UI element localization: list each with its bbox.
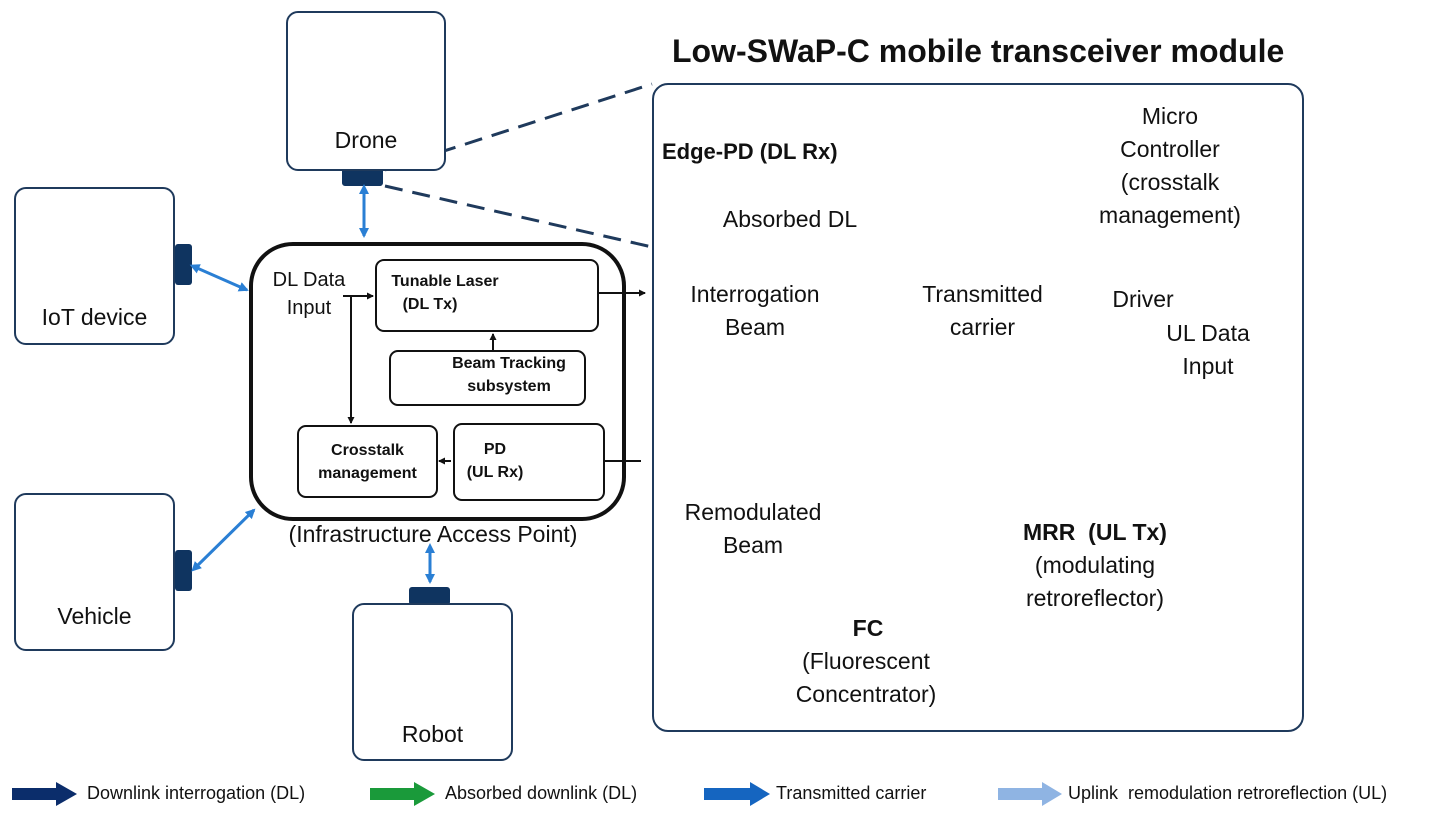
interrogation-line1: Interrogation bbox=[690, 281, 820, 307]
dl-input-line1: DL Data bbox=[272, 269, 346, 291]
interrogation-beam-label: Interrogation Beam bbox=[675, 278, 835, 344]
iot-card bbox=[14, 187, 175, 345]
absorbed-dl-label: Absorbed DL bbox=[722, 206, 858, 232]
transmitted-line2: carrier bbox=[949, 314, 1016, 340]
driver-label: Driver bbox=[1112, 286, 1174, 312]
ul-data-input-label: UL Data Input bbox=[1158, 317, 1258, 383]
mrr-desc-line2: retroreflector) bbox=[1025, 585, 1165, 611]
iot-label: IoT device bbox=[41, 304, 148, 330]
tunable-laser-line2: (DL Tx) bbox=[402, 296, 458, 313]
vehicle-connector bbox=[175, 550, 192, 591]
micro-line4: management) bbox=[1099, 202, 1241, 228]
legend-arrows bbox=[12, 782, 1062, 806]
remodulated-line1: Remodulated bbox=[684, 499, 822, 525]
vehicle-link-arrow bbox=[191, 508, 256, 572]
module-title: Low-SWaP-C mobile transceiver module bbox=[672, 33, 1285, 69]
micro-line3: (crosstalk bbox=[1120, 169, 1220, 195]
pd-block bbox=[453, 423, 605, 501]
fc-label: FC bbox=[852, 615, 884, 641]
crosstalk-line1: Crosstalk bbox=[331, 442, 404, 459]
beam-tracking-line2: subsystem bbox=[467, 378, 551, 395]
crosstalk-label: Crosstalk management bbox=[297, 439, 438, 485]
fc-desc-line1: (Fluorescent bbox=[802, 648, 930, 674]
micro-line1: Micro bbox=[1141, 103, 1199, 129]
microcontroller-label: Micro Controller (crosstalk management) bbox=[1080, 100, 1260, 232]
mrr-label: MRR (UL Tx) bbox=[1023, 519, 1167, 545]
pd-line1: PD bbox=[483, 441, 507, 458]
pd-label: PD (UL Rx) bbox=[459, 438, 531, 484]
edge-pd-label: Edge-PD (DL Rx) bbox=[662, 139, 838, 164]
ul-input-line1: UL Data bbox=[1166, 320, 1250, 346]
legend-label-absorbed: Absorbed downlink (DL) bbox=[445, 783, 638, 803]
legend-arrow-absorbed bbox=[370, 782, 435, 806]
zoom-line-top bbox=[384, 82, 653, 172]
fc-desc-line2: Concentrator) bbox=[795, 681, 937, 707]
drone-label: Drone bbox=[334, 127, 398, 153]
beam-tracking-label: Beam Tracking subsystem bbox=[439, 352, 579, 398]
robot-connector bbox=[409, 587, 450, 605]
vehicle-card bbox=[14, 493, 175, 651]
iot-connector bbox=[175, 244, 192, 285]
legend-label-transmitted: Transmitted carrier bbox=[776, 783, 927, 803]
tunable-laser-line1: Tunable Laser bbox=[391, 273, 499, 290]
robot-label: Robot bbox=[401, 721, 464, 747]
legend-arrow-uplink bbox=[998, 782, 1062, 806]
beam-tracking-line1: Beam Tracking bbox=[452, 355, 566, 372]
micro-line2: Controller bbox=[1120, 136, 1220, 162]
access-point-box bbox=[249, 242, 626, 521]
crosstalk-line2: management bbox=[318, 465, 417, 482]
pd-line2: (UL Rx) bbox=[466, 464, 524, 481]
mrr-desc-line1: (modulating bbox=[1034, 552, 1156, 578]
robot-card bbox=[352, 603, 513, 761]
zoom-line-bottom bbox=[384, 184, 653, 249]
interrogation-line2: Beam bbox=[724, 314, 786, 340]
dl-input-label: DL Data Input bbox=[262, 266, 356, 322]
remodulated-line2: Beam bbox=[722, 532, 784, 558]
legend-arrow-downlink bbox=[12, 782, 77, 806]
remodulated-beam-label: Remodulated Beam bbox=[670, 496, 836, 562]
crosstalk-block bbox=[297, 425, 438, 498]
tunable-laser-label: Tunable Laser (DL Tx) bbox=[381, 270, 509, 316]
transmitted-line1: Transmitted bbox=[922, 281, 1043, 307]
vehicle-label: Vehicle bbox=[57, 603, 132, 629]
transceiver-module-box bbox=[652, 83, 1304, 732]
beam-tracking-block bbox=[389, 350, 586, 406]
mrr-description: (modulating retroreflector) bbox=[1000, 549, 1190, 615]
transmitted-carrier-label: Transmitted carrier bbox=[905, 278, 1060, 344]
fc-description: (Fluorescent Concentrator) bbox=[778, 645, 954, 711]
dl-input-line2: Input bbox=[286, 297, 332, 319]
legend-label-uplink: Uplink remodulation retroreflection (UL) bbox=[1068, 783, 1388, 803]
legend-arrow-transmitted bbox=[704, 782, 770, 806]
ul-input-line2: Input bbox=[1182, 353, 1234, 379]
access-point-caption: (Infrastructure Access Point) bbox=[288, 521, 578, 547]
legend-label-downlink: Downlink interrogation (DL) bbox=[87, 783, 306, 803]
drone-connector bbox=[342, 168, 383, 186]
tunable-laser-block bbox=[375, 259, 599, 332]
drone-card bbox=[286, 11, 446, 171]
iot-link-arrow bbox=[189, 264, 249, 292]
